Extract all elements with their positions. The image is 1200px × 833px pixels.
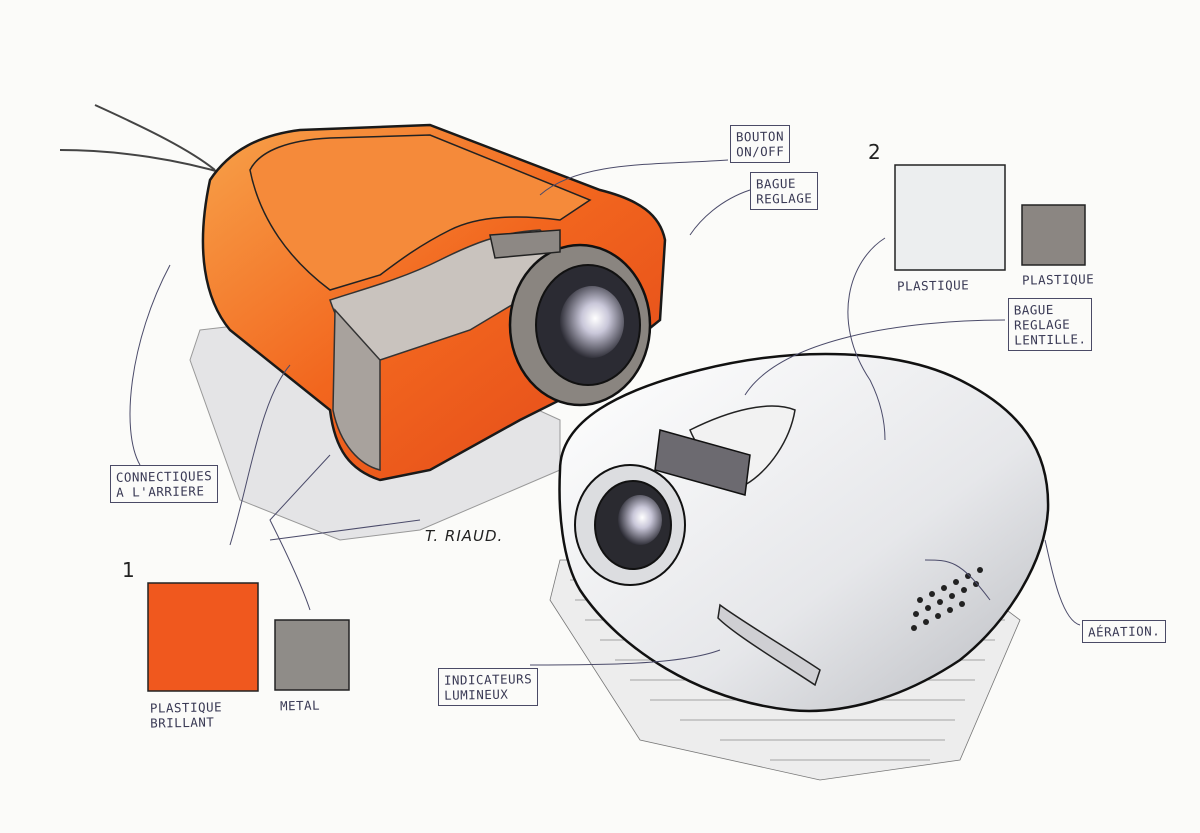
label-bouton-on-off: BOUTON ON/OFF — [730, 125, 791, 163]
label-indicateurs-text: INDICATEURS LUMINEUX — [443, 671, 533, 703]
signature: T. RIAUD. — [425, 527, 504, 545]
swatch-plastique-brillant — [147, 582, 259, 692]
label-bague-reglage: BAGUE REGLAGE — [750, 172, 819, 210]
swatch-3-label: PLASTIQUE — [896, 277, 970, 294]
label-bague-text: BAGUE REGLAGE — [755, 175, 813, 207]
label-connectiques-text: CONNECTIQUES A L'ARRIERE — [115, 468, 213, 500]
palette-1-number: 1 — [122, 558, 135, 582]
swatch-1-label: PLASTIQUE BRILLANT — [149, 699, 223, 731]
silver-projector — [558, 352, 1050, 713]
label-aeration: AÉRATION. — [1082, 620, 1167, 643]
label-bouton-text: BOUTON ON/OFF — [735, 128, 785, 160]
vent-holes — [911, 567, 983, 631]
label-connectiques: CONNECTIQUES A L'ARRIERE — [110, 465, 219, 503]
swatch-plastique-grey — [1021, 204, 1086, 266]
palette-2-number: 2 — [868, 140, 881, 164]
leader-lines — [129, 159, 1081, 666]
label-bague-reglage-lentille: BAGUE REGLAGE LENTILLE. — [1008, 298, 1093, 351]
label-aeration-text: AÉRATION. — [1087, 623, 1161, 640]
swatch-plastique-white — [894, 164, 1006, 271]
orange-projector — [201, 123, 667, 482]
swatch-4-label: PLASTIQUE — [1021, 271, 1095, 288]
swatch-2-label: METAL — [279, 697, 321, 714]
label-indicateurs-lumineux: INDICATEURS LUMINEUX — [438, 668, 539, 706]
cables — [59, 104, 231, 176]
swatch-metal — [274, 619, 350, 691]
label-bague-lentille-text: BAGUE REGLAGE LENTILLE. — [1013, 301, 1087, 348]
